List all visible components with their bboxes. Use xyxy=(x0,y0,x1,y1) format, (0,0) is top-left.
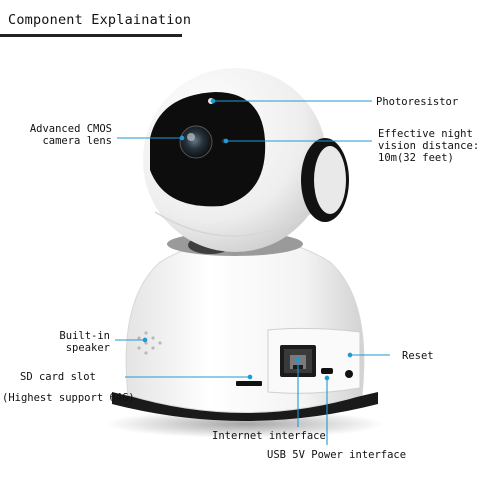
label-internet-interface: Internet interface xyxy=(212,430,326,442)
label-night-line3: 10m(32 feet) xyxy=(378,152,454,164)
title-underline xyxy=(0,34,182,37)
label-usb-power: USB 5V Power interface xyxy=(267,449,407,461)
sd-slot xyxy=(236,381,262,386)
reset-hole xyxy=(345,370,353,378)
camera-lens xyxy=(179,125,213,159)
label-photoresistor: Photoresistor xyxy=(376,96,459,108)
label-speaker: Built-in speaker xyxy=(0,330,110,354)
usb-port xyxy=(321,368,333,374)
label-night-line2: vision distance: xyxy=(378,140,480,152)
label-sd-slot: SD card slot xyxy=(20,371,96,383)
label-cmos-line1: Advanced CMOS xyxy=(29,123,112,135)
label-cmos-lens: Advanced CMOS camera lens xyxy=(0,123,112,147)
label-night-vision: Effective night vision distance: 10m(32 … xyxy=(378,128,479,164)
base-bottom-ring xyxy=(112,392,378,421)
speaker-grille xyxy=(137,331,162,355)
label-speaker-line1: Built-in xyxy=(59,330,110,342)
diagram-title: Component Explaination xyxy=(8,12,192,28)
callout-lines xyxy=(115,98,390,445)
ground-shadow xyxy=(105,410,385,438)
label-sd-capacity: (Highest support 64G) xyxy=(2,392,135,404)
label-reset: Reset xyxy=(402,350,434,362)
label-night-line1: Effective night xyxy=(378,128,473,140)
label-speaker-line2: speaker xyxy=(65,342,110,354)
label-cmos-line2: camera lens xyxy=(42,135,112,147)
